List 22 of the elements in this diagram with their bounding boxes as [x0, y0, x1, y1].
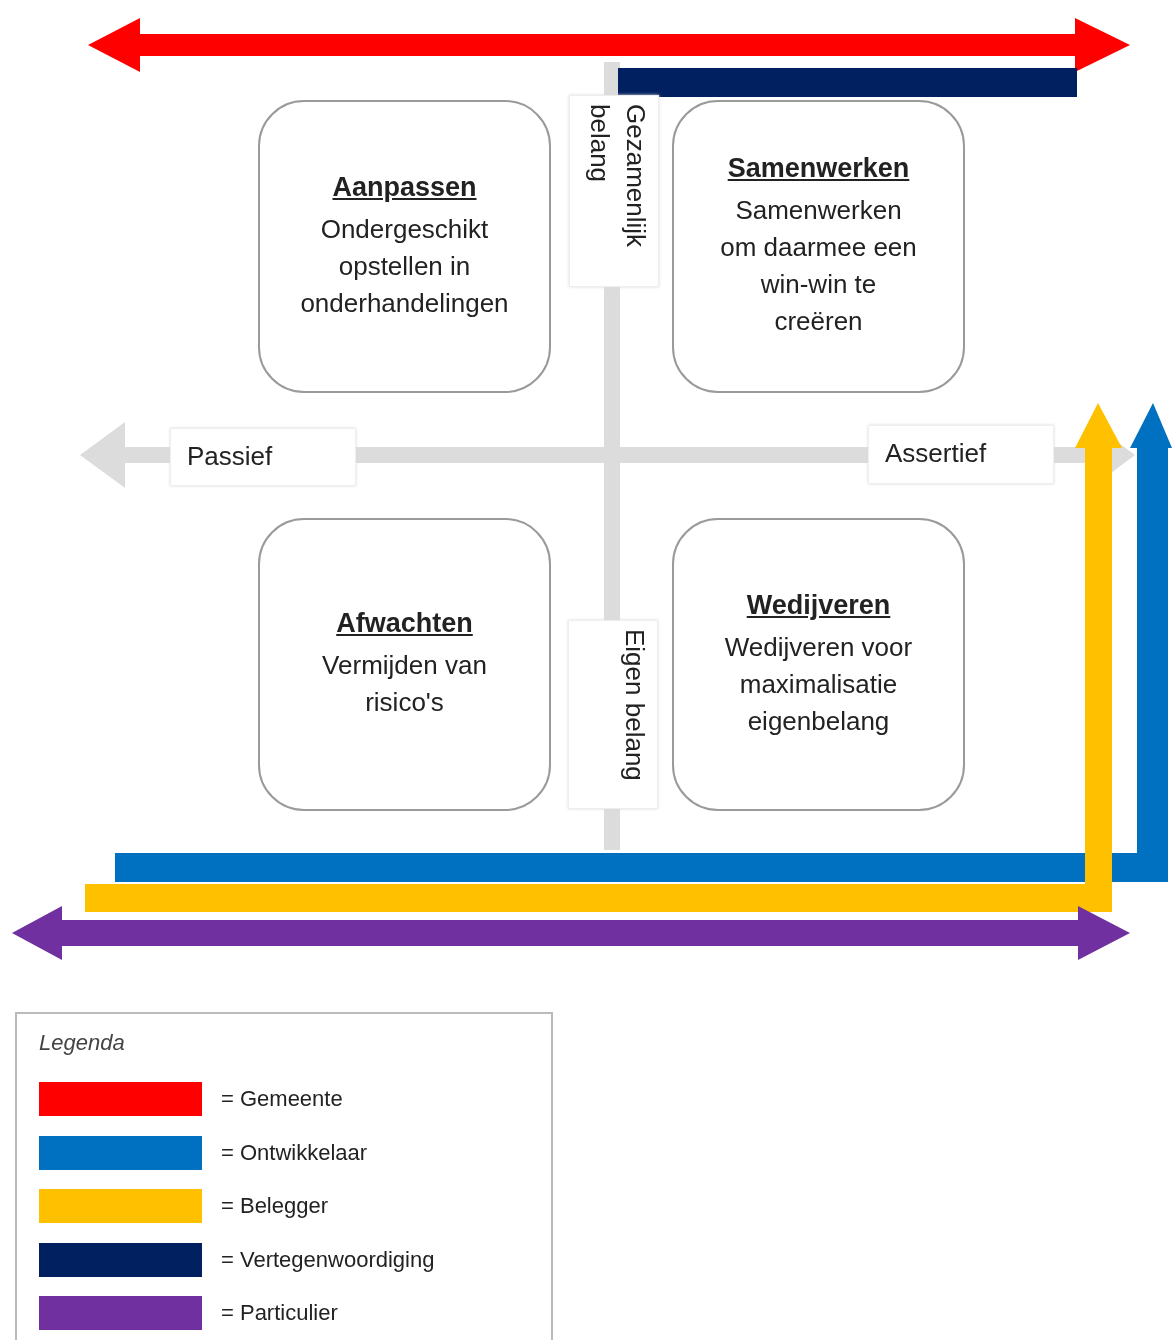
axis-label: Assertief [868, 425, 1054, 484]
quadrant-card [672, 518, 965, 811]
axis-label: Eigen belang [568, 620, 658, 809]
quadrant-description: Wedijveren voor maximalisatie eigenbelang [723, 630, 914, 738]
quadrant-description: Samenwerken om daarmee een win-win te creëren [719, 194, 918, 338]
legend-label: = Gemeente [221, 1086, 343, 1112]
quadrant-description: Vermijden van risico's [321, 649, 488, 719]
quadrant-description: Ondergeschikt opstellen in onderhandelingen [300, 212, 509, 320]
legend-title: Legenda [39, 1030, 125, 1056]
quadrant-card [672, 100, 965, 393]
axis-label: Passief [170, 428, 356, 486]
legend-label: = Ontwikkelaar [221, 1139, 368, 1166]
axis-label: Gezamenlijk belang [569, 95, 659, 287]
quadrant-heading: Samenwerken [727, 153, 910, 184]
quadrant-heading: Afwachten [336, 608, 473, 639]
quadrant-card [258, 100, 551, 393]
legend-label: = Particulier [221, 1300, 338, 1326]
quadrant-heading: Aanpassen [332, 171, 477, 203]
legend-label: = Belegger [221, 1193, 329, 1219]
quadrant-heading: Wedijveren [746, 589, 891, 621]
quadrant-card [258, 518, 551, 811]
legend-label: = Vertegenwoordiging [221, 1246, 435, 1273]
